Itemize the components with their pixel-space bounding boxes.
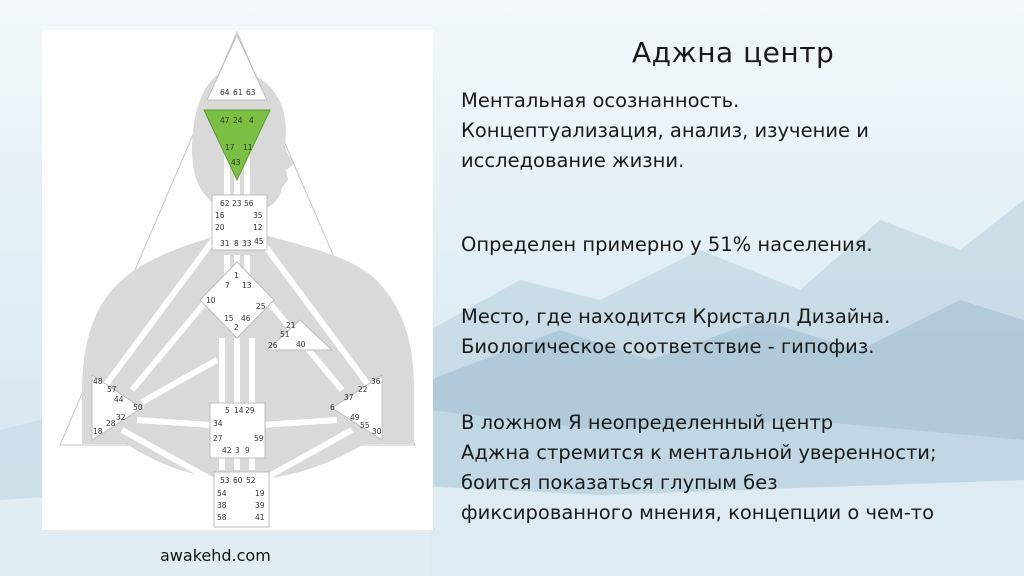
sacral-gate: 34 — [213, 419, 223, 428]
text-line: боится показаться глупым без — [461, 471, 778, 494]
g-gate: 7 — [225, 281, 230, 290]
ego-gate: 26 — [268, 341, 278, 350]
root-gate: 58 — [217, 513, 227, 522]
spleen-gate: 57 — [107, 385, 117, 394]
sacral-gate: 14 — [234, 406, 244, 415]
solar-gate: 36 — [371, 377, 381, 386]
g-center — [199, 261, 275, 339]
text-line: Место, где находится Кристалл Дизайна. — [461, 305, 891, 328]
ajna-gate: 24 — [233, 116, 243, 125]
root-gate: 38 — [217, 501, 227, 510]
root-gate: 19 — [255, 489, 265, 498]
root-gate: 54 — [217, 489, 227, 498]
throat-gate: 56 — [244, 199, 254, 208]
g-gate: 15 — [224, 314, 234, 323]
paragraph-mental: Ментальная осознанность. Концептуализаци… — [461, 86, 869, 176]
text-line: фиксированного мнения, концепции о чем-т… — [461, 501, 935, 524]
root-gate: 52 — [246, 476, 256, 485]
paragraph-crystal: Место, где находится Кристалл Дизайна. Б… — [461, 302, 890, 362]
text-line: исследование жизни. — [461, 149, 685, 172]
ego-gate: 40 — [296, 340, 306, 349]
ajna-gate: 11 — [243, 143, 253, 152]
g-gate: 46 — [241, 314, 251, 323]
ego-gate: 51 — [280, 330, 290, 339]
head-gate: 64 — [220, 88, 230, 97]
ajna-center — [203, 109, 271, 182]
bodygraph-panel: 64 61 63 47 24 4 17 11 43 62 23 56 16 35… — [42, 30, 433, 530]
head-gate: 61 — [233, 88, 243, 97]
throat-gate: 16 — [215, 211, 225, 220]
root-gate: 60 — [233, 476, 243, 485]
throat-gate: 45 — [254, 237, 264, 246]
ajna-gate: 4 — [249, 116, 254, 125]
root-gate: 53 — [220, 476, 230, 485]
text-line: В ложном Я неопределенный центр — [461, 411, 834, 434]
ajna-gate: 43 — [231, 158, 241, 167]
g-gate: 2 — [234, 323, 239, 332]
spleen-gate: 44 — [114, 395, 124, 404]
solar-gate: 30 — [372, 427, 382, 436]
solar-gate: 37 — [344, 393, 354, 402]
slide-title: Аджна центр — [632, 36, 835, 69]
solar-gate: 55 — [360, 421, 370, 430]
sacral-gate: 9 — [245, 446, 250, 455]
ajna-gate: 17 — [225, 143, 235, 152]
throat-gate: 23 — [232, 199, 242, 208]
solar-gate: 49 — [350, 413, 360, 422]
root-center — [213, 471, 270, 528]
root-gate: 41 — [255, 513, 265, 522]
spleen-center — [91, 374, 143, 441]
sacral-gate: 3 — [235, 446, 240, 455]
sacral-gate: 5 — [225, 406, 230, 415]
throat-gate: 62 — [220, 199, 230, 208]
sacral-gate: 29 — [245, 406, 255, 415]
ego-center — [265, 319, 334, 351]
paragraph-false-self: В ложном Я неопределенный центр Аджна ст… — [461, 408, 937, 528]
text-line: Ментальная осознанность. — [461, 89, 740, 112]
spleen-gate: 48 — [93, 377, 103, 386]
throat-gate: 35 — [253, 211, 263, 220]
spleen-gate: 18 — [93, 427, 103, 436]
spleen-gate: 28 — [106, 419, 116, 428]
text-line: Концептуализация, анализ, изучение и — [461, 119, 869, 142]
head-center — [206, 33, 268, 101]
throat-gate: 20 — [215, 223, 225, 232]
g-gate: 13 — [242, 281, 252, 290]
sacral-gate: 42 — [222, 446, 232, 455]
solar-gate: 6 — [330, 403, 335, 412]
solar-plexus-center — [331, 374, 383, 441]
text-line: Аджна стремится к ментальной уверенности… — [461, 441, 937, 464]
ego-gate: 21 — [286, 321, 296, 330]
g-gate: 25 — [256, 302, 266, 311]
solar-gate: 22 — [358, 385, 368, 394]
sacral-gate: 59 — [254, 434, 264, 443]
throat-center — [211, 194, 268, 251]
ajna-gate: 47 — [220, 116, 230, 125]
throat-gate: 33 — [242, 239, 252, 248]
source-caption: awakehd.com — [160, 546, 271, 565]
sacral-gate: 27 — [213, 434, 223, 443]
spleen-gate: 32 — [116, 413, 126, 422]
paragraph-defined: Определен примерно у 51% населения. — [461, 230, 873, 260]
spleen-gate: 50 — [133, 403, 143, 412]
throat-gate: 8 — [234, 239, 239, 248]
sacral-center — [209, 402, 266, 459]
head-gate: 63 — [246, 88, 256, 97]
bodygraph-diagram: 64 61 63 47 24 4 17 11 43 62 23 56 16 35… — [59, 30, 416, 528]
g-gate: 10 — [206, 296, 216, 305]
root-gate: 39 — [255, 501, 265, 510]
throat-gate: 31 — [220, 239, 230, 248]
text-line: Биологическое соответствие - гипофиз. — [461, 335, 875, 358]
text-line: Определен примерно у 51% населения. — [461, 233, 873, 256]
throat-gate: 12 — [253, 223, 263, 232]
g-gate: 1 — [234, 271, 239, 280]
